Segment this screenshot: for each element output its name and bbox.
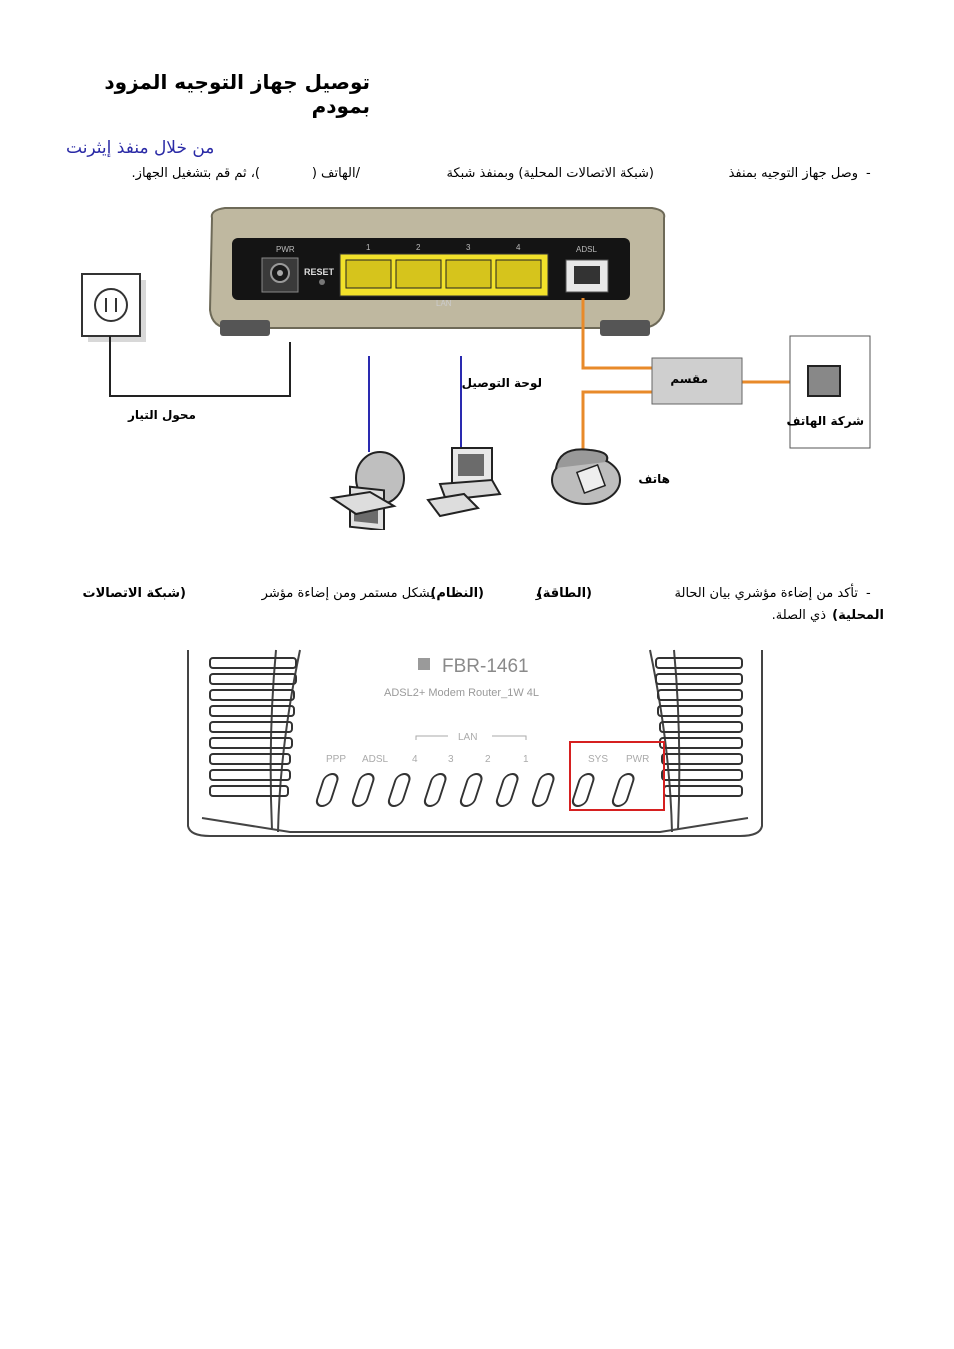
desktop-computer-icon [426,447,502,518]
step1-text-a: وصل جهاز التوجيه بمنفذ [728,166,858,181]
pwr-port-label: PWR [276,245,295,254]
label-power-adapter: محول التيار [127,408,196,422]
led-slot [611,773,635,807]
led-slot [351,773,375,807]
lan-port-number: 4 [516,243,521,252]
led-label: PWR [626,754,649,765]
step2-and: و [535,586,542,601]
led-label: 1 [523,754,529,765]
led-slot [387,773,411,807]
router-back-panel [208,207,666,336]
lan-port-number: 2 [416,243,421,252]
brand-square-icon [418,658,430,670]
adsl-port-label: ADSL [576,245,597,254]
led-label: SYS [588,754,608,765]
lan-port-number: 3 [466,243,471,252]
connection-diagram: PWR RESET ADSL 1 2 3 4 LAN [81,207,871,530]
model-subtitle: ADSL2+ Modem Router_1W 4L [384,687,539,699]
led-slot [495,773,519,807]
telco-jack-icon [807,365,841,397]
led-label: 3 [448,754,454,765]
vent-slots-right [655,657,743,797]
lan-label: LAN [436,299,452,308]
step2-lan-network: (شبكة الاتصالات [82,586,186,601]
power-cable [109,336,291,397]
step2-power: (الطاقة) [536,586,592,601]
label-phone: هاتف [638,472,670,486]
sys-pwr-highlight [569,741,665,811]
step1-text-d: )، ثم قم بتشغيل الجهاز. [131,166,260,181]
step1-text-c: /الهاتف ( [311,166,360,181]
step1-text-b: (شبكة الاتصالات المحلية) وبمنفذ شبكة [446,166,654,181]
router-front-diagram: FBR-1461 ADSL2+ Modem Router_1W 4L LAN P… [187,649,763,837]
label-splitter: مقسم [670,372,708,386]
adsl-line [581,298,652,370]
led-label: 4 [412,754,418,765]
lan-port-number: 1 [366,243,371,252]
step1-bullet: - [866,166,871,181]
label-patch-panel: لوحة التوصيل [461,376,542,390]
led-slot [423,773,447,807]
phone-icon [551,448,621,505]
led-slot [531,773,555,807]
led-label: PPP [326,754,346,765]
step2-local: المحلية) [832,608,884,623]
led-slot [571,773,595,807]
phone-line [581,390,652,452]
step2-bullet: - [866,586,871,601]
splitter-box [651,357,743,405]
led-label: 2 [485,754,491,765]
lan-group-label: LAN [458,732,477,743]
led-slot [315,773,339,807]
wall-outlet-icon [81,273,146,342]
step2-system: (النظام) [430,586,484,601]
page-title: توصيل جهاز التوجيه المزود بمودم [104,70,370,118]
model-name: FBR-1461 [442,656,529,677]
reset-label: RESET [304,267,335,277]
computer-icon [329,451,405,530]
step2-text-b: بشكل مستمر ومن إضاءة مؤشر [261,586,434,601]
led-slot [459,773,483,807]
step2-text-c: ذي الصلة. [771,608,826,623]
label-telco: شركة الهاتف [786,414,864,428]
vent-slots-left [209,657,297,797]
led-label: ADSL [362,754,389,765]
section-subtitle: من خلال منفذ إيثرنت [66,138,215,158]
step2-text-a: تأكد من إضاءة مؤشري بيان الحالة [674,586,858,601]
